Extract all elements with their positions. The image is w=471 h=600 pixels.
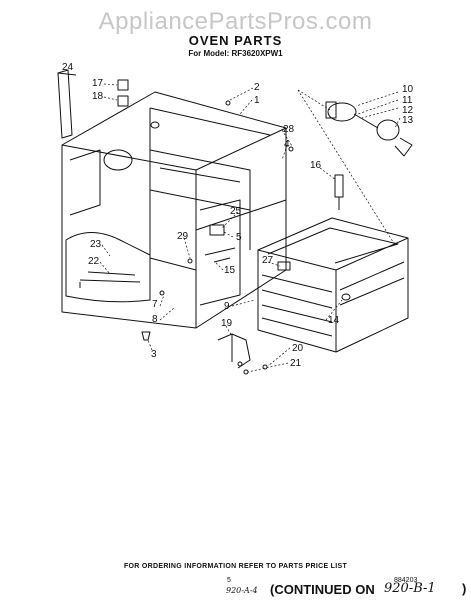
callout-numbers: 24 17 18 2 1 10 11 12 13 28 4 16 25 29 5… — [62, 62, 414, 369]
valve-assembly — [325, 101, 413, 157]
callout-20: 20 — [292, 343, 304, 354]
callout-12: 12 — [402, 105, 414, 116]
callout-11: 11 — [402, 95, 413, 106]
handwritten-page-ref: 920-A-4 — [226, 586, 258, 595]
callout-24: 24 — [62, 62, 74, 73]
reference-code: 884203 — [394, 577, 418, 584]
callout-7: 7 — [152, 299, 158, 310]
callout-9: 9 — [224, 301, 230, 312]
clip-parts — [117, 79, 129, 107]
diagram-title: OVEN PARTS — [188, 33, 283, 48]
handwritten-continued-ref: 920-B-1 — [384, 581, 436, 596]
page-number: 5 — [227, 577, 231, 584]
continued-on-label: (CONTINUED ON — [270, 582, 375, 597]
callout-21: 21 — [290, 358, 302, 369]
bracket-part — [57, 69, 77, 139]
ordering-note: FOR ORDERING INFORMATION REFER TO PARTS … — [123, 563, 348, 570]
watermark: AppliancePartsPros.com — [98, 8, 373, 35]
closing-paren: ) — [462, 581, 467, 596]
oven-liner — [257, 217, 409, 353]
callout-16: 16 — [310, 160, 322, 171]
callout-leaders — [99, 83, 401, 373]
callout-8: 8 — [152, 314, 158, 325]
oven-cabinet — [61, 91, 287, 329]
callout-23: 23 — [90, 239, 102, 250]
callout-10: 10 — [402, 84, 414, 95]
callout-3: 3 — [151, 349, 157, 360]
callout-19: 19 — [221, 318, 233, 329]
callout-1: 1 — [254, 95, 260, 106]
callout-18: 18 — [92, 91, 104, 102]
callout-5: 5 — [236, 232, 242, 243]
hinge-assembly — [217, 333, 251, 369]
callout-2: 2 — [254, 82, 260, 93]
callout-4: 4 — [284, 139, 290, 150]
callout-29: 29 — [177, 231, 189, 242]
callout-28: 28 — [283, 124, 295, 135]
model-line: For Model: RF3620XPW1 — [188, 49, 283, 58]
callout-13: 13 — [402, 115, 414, 126]
igniter-part — [334, 174, 344, 210]
callout-17: 17 — [92, 78, 104, 89]
callout-22: 22 — [88, 256, 100, 267]
callout-25: 25 — [230, 206, 242, 217]
callout-27: 27 — [262, 255, 274, 266]
callout-15: 15 — [224, 265, 236, 276]
callout-14: 14 — [328, 315, 340, 326]
